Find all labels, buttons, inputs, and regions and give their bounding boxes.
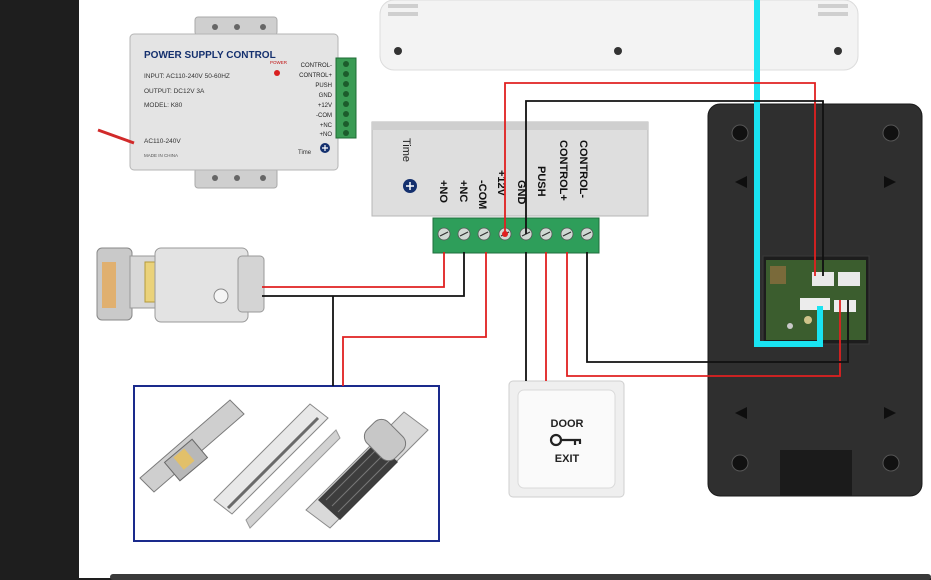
power-led-icon <box>274 70 280 76</box>
small-psu-terminal-label: +12V <box>318 103 332 109</box>
camera-circuit-board <box>766 260 866 340</box>
wire-com-box <box>342 252 487 386</box>
wire-nc-lock <box>262 252 465 297</box>
small-psu-ac-label: AC110-240V <box>144 138 181 145</box>
bottom-scroll-strip[interactable] <box>110 574 931 580</box>
magnetic-lock <box>213 403 341 529</box>
big-psu-terminal-label: GND <box>515 180 527 205</box>
big-psu-terminal-label: CONTROL+ <box>557 140 569 201</box>
bolt-lock <box>305 411 429 529</box>
small-psu-terminal-label: +NO <box>319 132 332 138</box>
big-psu-terminal-label: +12V <box>495 170 507 197</box>
wires <box>262 0 849 386</box>
indoor-monitor <box>379 0 859 71</box>
big-psu-terminal-label: PUSH <box>535 166 547 197</box>
wire-junction-dot <box>502 231 508 237</box>
small-psu-terminal-label: CONTROL- <box>301 63 332 69</box>
big-psu-terminal-label: -COM <box>476 180 488 209</box>
small-psu-output: OUTPUT: DC12V 3A <box>144 88 205 95</box>
big-psu-terminal-label: +NO <box>437 180 449 203</box>
big-power-supply: +NO +NC -COM +12V GND PUSH CONTROL+ CONT… <box>371 121 649 254</box>
small-psu-terminal-label: GND <box>319 93 333 99</box>
big-psu-terminal-label: CONTROL- <box>577 140 589 198</box>
wire-12v-camera <box>504 82 816 276</box>
wire-control-plus <box>566 252 841 377</box>
left-dark-strip <box>0 0 79 580</box>
wire-no-lock <box>262 252 445 288</box>
big-psu-terminal-label: +NC <box>457 180 469 202</box>
small-psu-title: POWER SUPPLY CONTROL <box>144 50 276 61</box>
key-icon <box>549 433 582 447</box>
small-psu-terminal-label: +NC <box>320 123 333 129</box>
small-psu-terminal-label: CONTROL+ <box>299 73 332 79</box>
lock-types-box <box>133 385 440 542</box>
small-psu-made-label: MADE IN CHINA <box>144 153 178 158</box>
small-power-supply: POWER SUPPLY CONTROL INPUT: AC110-240V 5… <box>97 16 357 189</box>
small-psu-terminal-label: -COM <box>316 113 332 119</box>
big-psu-time-label: Time <box>400 138 412 162</box>
electric-rim-lock <box>96 247 265 323</box>
small-psu-input: INPUT: AC110-240V 50-60HZ <box>144 73 230 80</box>
exit-button-line1: DOOR <box>551 418 584 430</box>
monitor-cable <box>754 0 823 347</box>
wire-control-minus <box>586 252 849 363</box>
small-psu-terminal-block <box>335 57 357 139</box>
small-psu-model: MODEL: K80 <box>144 102 183 109</box>
exit-button: DOOR EXIT <box>508 380 625 498</box>
small-psu-terminal-label: PUSH <box>315 83 332 89</box>
wire-gnd-camera <box>525 100 824 276</box>
small-psu-power-label: POWER <box>270 60 288 65</box>
exit-button-line2: EXIT <box>555 453 580 465</box>
electric-strike-lock <box>139 399 245 493</box>
small-psu-time-label: Time <box>298 150 312 156</box>
